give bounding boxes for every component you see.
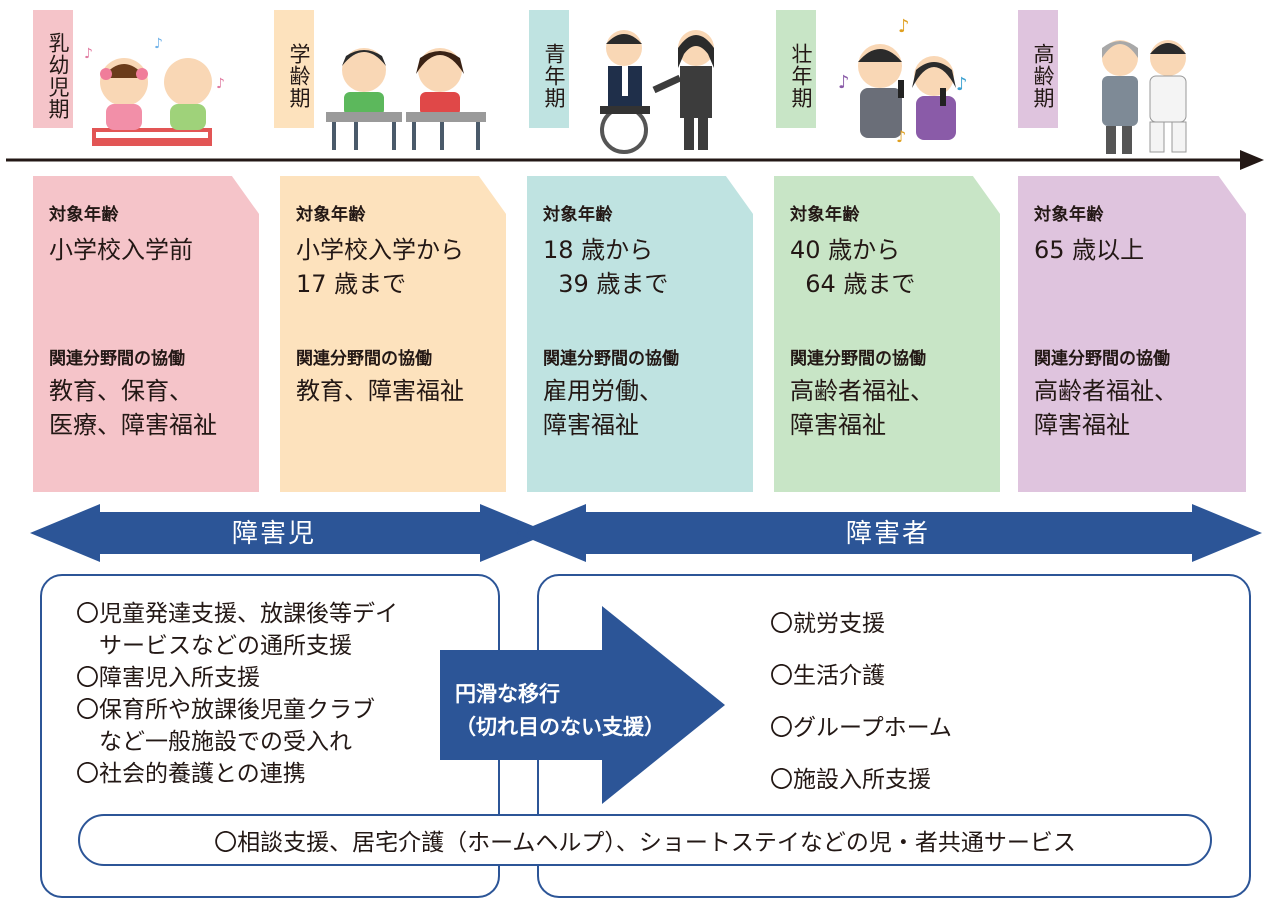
adult-service-group-home: 〇グループホーム (770, 715, 952, 741)
age-heading: 対象年齢 (1034, 205, 1104, 225)
children-band-arrow (30, 504, 550, 562)
collab-heading: 関連分野間の協働 (296, 349, 432, 369)
svg-text:♪: ♪ (898, 18, 910, 37)
stage-label-elder: 高齢期 (1018, 10, 1058, 128)
collab-value: 教育、障害福祉 (296, 377, 464, 405)
collab-heading: 関連分野間の協働 (543, 349, 679, 369)
stage-label-adult: 壮年期 (776, 10, 816, 128)
children-band-label: 障害児 (232, 519, 317, 549)
collab-value: 雇用労働、 障害福祉 (543, 377, 663, 439)
child-services-list: 〇児童発達支援、放課後等デイ サービスなどの通所支援 〇障害児入所支援 〇保育所… (76, 601, 398, 787)
students-illustration (326, 48, 486, 150)
collab-value: 高齢者福祉、 障害福祉 (1034, 377, 1178, 439)
babies-illustration: ♪ ♪ ♪ (84, 36, 225, 146)
age-heading: 対象年齢 (543, 205, 613, 225)
svg-text:♪: ♪ (896, 127, 906, 146)
collab-heading: 関連分野間の協働 (1034, 349, 1170, 369)
collab-value: 教育、保育、 医療、障害福祉 (49, 377, 217, 439)
singers-illustration: ♪ ♪ ♪ ♪ (838, 18, 968, 146)
timeline-arrow (6, 150, 1264, 170)
stage-label-school: 学齢期 (274, 10, 314, 128)
transition-arrow (440, 606, 725, 804)
stage-label-youth: 青年期 (529, 10, 569, 128)
age-value: 小学校入学から 17 歳まで (296, 236, 464, 298)
elderly-caregiver-illustration (1102, 40, 1187, 154)
stage-card-adult: 対象年齢 40 歳から 64 歳まで 関連分野間の協働 高齢者福祉、 障害福祉 (774, 176, 1000, 492)
common-services-pill: 〇相談支援、居宅介護（ホームヘルプ）、ショートステイなどの児・者共通サービス (78, 814, 1212, 866)
collab-heading: 関連分野間の協働 (49, 349, 185, 369)
age-value: 18 歳から 39 歳まで (543, 236, 669, 298)
transition-label: 円滑な移行 （切れ目のない支援） (455, 682, 665, 739)
adults-band-arrow (516, 504, 1262, 562)
collab-heading: 関連分野間の協働 (790, 349, 926, 369)
svg-text:♪: ♪ (216, 76, 225, 92)
adults-band-label: 障害者 (846, 519, 931, 549)
age-value: 65 歳以上 (1034, 236, 1145, 264)
age-heading: 対象年齢 (296, 205, 366, 225)
age-value: 小学校入学前 (49, 236, 193, 264)
stage-label-infant: 乳幼児期 (33, 10, 73, 128)
adult-service-life-care: 〇生活介護 (770, 663, 885, 689)
stage-card-infant: 対象年齢 小学校入学前 関連分野間の協働 教育、保育、 医療、障害福祉 (33, 176, 259, 492)
stage-card-youth: 対象年齢 18 歳から 39 歳まで 関連分野間の協働 雇用労働、 障害福祉 (527, 176, 753, 492)
age-value: 40 歳から 64 歳まで (790, 236, 916, 298)
svg-text:♪: ♪ (956, 74, 968, 95)
common-services-text: 〇相談支援、居宅介護（ホームヘルプ）、ショートステイなどの児・者共通サービス (214, 830, 1076, 856)
svg-text:♪: ♪ (84, 46, 93, 62)
stage-card-school: 対象年齢 小学校入学から 17 歳まで 関連分野間の協働 教育、障害福祉 (280, 176, 506, 492)
stage-card-elder: 対象年齢 65 歳以上 関連分野間の協働 高齢者福祉、 障害福祉 (1018, 176, 1246, 492)
svg-text:♪: ♪ (838, 72, 850, 93)
adult-service-facility: 〇施設入所支援 (770, 767, 931, 793)
adult-service-employment: 〇就労支援 (770, 611, 885, 637)
wheelchair-worker-illustration (600, 30, 714, 154)
age-heading: 対象年齢 (790, 205, 860, 225)
age-heading: 対象年齢 (49, 205, 119, 225)
svg-text:♪: ♪ (154, 36, 163, 52)
collab-value: 高齢者福祉、 障害福祉 (790, 377, 934, 439)
